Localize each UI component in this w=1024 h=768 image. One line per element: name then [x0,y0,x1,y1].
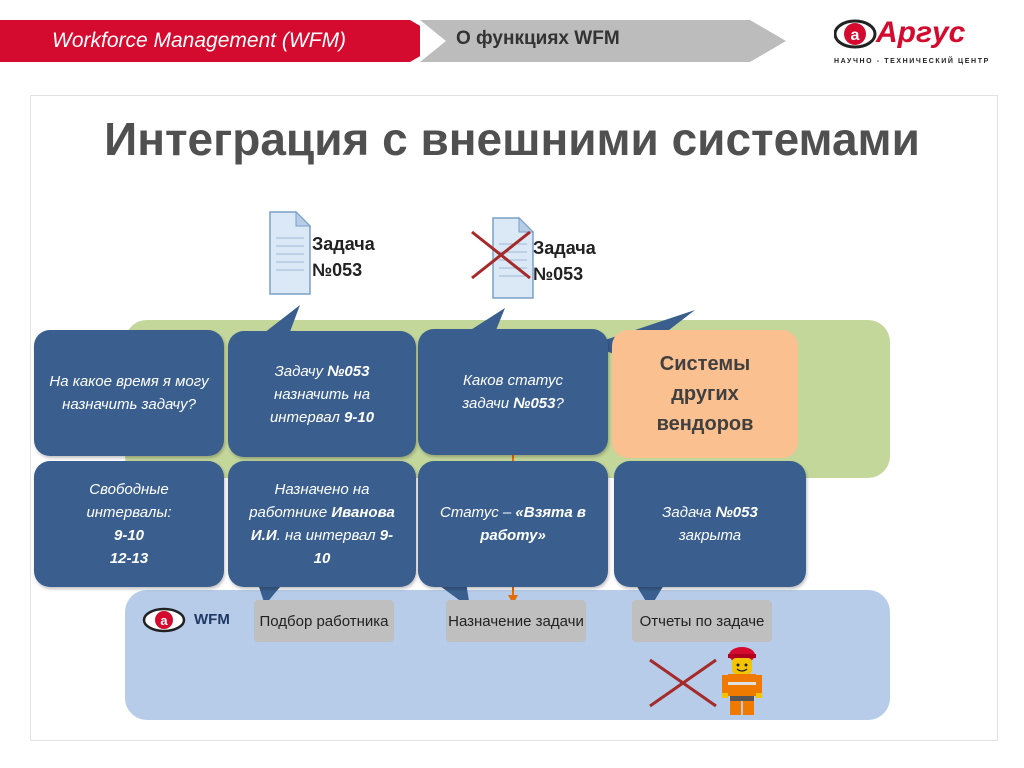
wfm-label: WFM [194,611,230,628]
wfm-box-worker-selection: Подбор работника [254,600,394,642]
cross-icon [649,658,717,708]
wfm-box-task-reports: Отчеты по задаче [632,600,772,642]
document-icon [269,210,312,295]
worker-icon [722,647,762,715]
header-section-title: Workforce Management (WFM) [52,29,347,52]
cross-icon [471,230,531,280]
logo-subtitle: НАУЧНО - ТЕХНИЧЕСКИЙ ЦЕНТР [834,58,990,65]
eye-logo-icon: a [834,19,877,49]
bubble-question-time: На какое время я могу назначить задачу? [34,330,224,456]
bubble-answer-closed: Задача №053 закрыта [614,461,806,587]
slide-title: Интеграция с внешними системами [104,113,920,165]
bubble-question-status: Каков статус задачи №053? [418,329,608,455]
wfm-box-task-assignment: Назначение задачи [446,600,586,642]
svg-text:a: a [851,27,860,44]
other-vendors-box: Системы других вендоров [612,330,798,458]
slide-frame [30,95,998,741]
document-label: Задача №053 [312,234,375,280]
bubble-question-assign: Задачу №053 назначить на интервал 9-10 [228,331,416,457]
wfm-eye-icon: a [142,607,186,633]
bubble-answer-status: Статус – «Взята в работу» [418,461,608,587]
argus-logo: a Аргус НАУЧНО - ТЕХНИЧЕСКИЙ ЦЕНТР [834,12,1004,72]
header-subsection-title: О функциях WFM [456,28,620,49]
header-subsection-tab: О функциях WFM [420,20,786,62]
logo-name: Аргус [876,16,966,49]
bubble-answer-assigned: Назначено на работнике Иванова И.И. на и… [228,461,416,587]
document-label-crossed: Задача №053 [533,238,596,284]
connector-arrowhead [508,595,518,604]
svg-text:a: a [160,613,168,628]
bubble-answer-free-intervals: Свободные интервалы: 9-10 12-13 [34,461,224,587]
